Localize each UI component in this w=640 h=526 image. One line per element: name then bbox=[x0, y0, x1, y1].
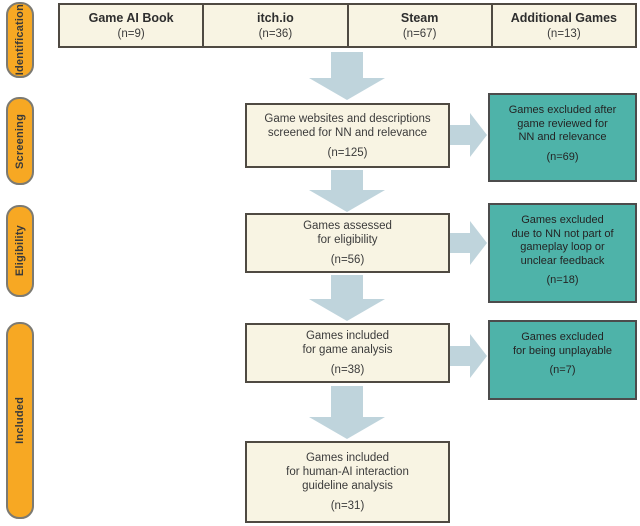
flow-box-text: screened for NN and relevance bbox=[267, 126, 428, 139]
excluded-box-text: Games excluded after bbox=[508, 104, 617, 116]
source-count: (n=9) bbox=[117, 27, 145, 40]
stage-label-identification: Identification bbox=[14, 4, 26, 76]
flow-box-count: (n=56) bbox=[330, 254, 365, 266]
stage-pill-identification: Identification bbox=[6, 2, 34, 78]
stage-pill-included: Included bbox=[6, 322, 34, 519]
excluded-box-screening: Games excluded after game reviewed for N… bbox=[488, 93, 637, 182]
source-title: Steam bbox=[400, 10, 439, 25]
right-arrow bbox=[450, 221, 487, 265]
flow-box-assessed: Games assessed for eligibility (n=56) bbox=[245, 213, 450, 273]
flow-box-count: (n=125) bbox=[327, 146, 368, 159]
flow-box-text: for human-AI interaction bbox=[286, 466, 409, 478]
stage-pill-screening: Screening bbox=[6, 97, 34, 185]
source-count: (n=67) bbox=[402, 27, 437, 40]
down-arrow bbox=[309, 170, 385, 212]
flow-box-count: (n=31) bbox=[330, 500, 365, 512]
flow-box-text: Game websites and descriptions bbox=[264, 112, 431, 125]
down-arrow bbox=[309, 52, 385, 100]
flow-box-text: guideline analysis bbox=[302, 480, 393, 492]
excluded-box-text: for being unplayable bbox=[512, 344, 613, 357]
source-count: (n=36) bbox=[258, 27, 293, 40]
excluded-box-text: game reviewed for bbox=[517, 117, 608, 130]
excluded-box-count: (n=7) bbox=[549, 364, 576, 376]
excluded-box-text: unclear feedback bbox=[520, 254, 605, 267]
flow-box-text: Games included bbox=[305, 330, 390, 342]
excluded-box-text: NN and relevance bbox=[518, 131, 607, 143]
source-title: Additional Games bbox=[510, 10, 618, 25]
excluded-box-text: gameplay loop or bbox=[520, 241, 605, 253]
source-row: Game AI Book (n=9) itch.io (n=36) Steam … bbox=[58, 3, 637, 48]
source-box-game-ai-book: Game AI Book (n=9) bbox=[58, 3, 205, 48]
down-arrow bbox=[309, 386, 385, 439]
excluded-box-text: Games excluded bbox=[521, 331, 604, 343]
source-title: Game AI Book bbox=[88, 10, 174, 25]
flow-box-count: (n=38) bbox=[330, 364, 365, 376]
stage-label-eligibility: Eligibility bbox=[14, 225, 26, 277]
source-count: (n=13) bbox=[547, 27, 581, 40]
right-arrow bbox=[450, 113, 487, 157]
excluded-box-text: Games excluded bbox=[521, 214, 604, 226]
flow-box-guideline-analysis: Games included for human-AI interaction … bbox=[245, 441, 450, 523]
right-arrow bbox=[450, 334, 487, 378]
flow-box-text: Games assessed bbox=[303, 220, 392, 232]
flow-box-text: for game analysis bbox=[302, 344, 393, 356]
excluded-box-unplayable: Games excluded for being unplayable (n=7… bbox=[488, 320, 637, 400]
source-box-steam: Steam (n=67) bbox=[346, 3, 493, 48]
excluded-box-text: due to NN not part of bbox=[511, 227, 614, 240]
flow-box-text: Games included bbox=[305, 452, 390, 464]
stage-pill-eligibility: Eligibility bbox=[6, 205, 34, 297]
source-title: itch.io bbox=[256, 10, 294, 25]
flow-box-game-analysis: Games included for game analysis (n=38) bbox=[245, 323, 450, 383]
flow-box-screened: Game websites and descriptions screened … bbox=[245, 103, 450, 168]
source-box-itchio: itch.io (n=36) bbox=[202, 3, 349, 48]
source-box-additional-games: Additional Games (n=13) bbox=[490, 3, 637, 48]
excluded-box-count: (n=69) bbox=[546, 150, 579, 163]
flow-box-text: for eligibility bbox=[317, 234, 378, 246]
stage-label-included: Included bbox=[14, 397, 26, 444]
down-arrow bbox=[309, 275, 385, 321]
stage-label-screening: Screening bbox=[14, 113, 26, 169]
excluded-box-eligibility: Games excluded due to NN not part of gam… bbox=[488, 203, 637, 303]
excluded-box-count: (n=18) bbox=[546, 274, 579, 286]
